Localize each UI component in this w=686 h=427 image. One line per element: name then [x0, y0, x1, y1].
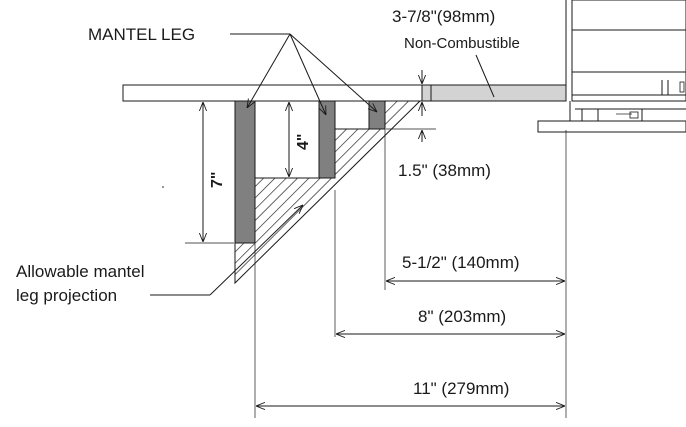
- dim-11in-label: 11" (279mm): [413, 379, 509, 398]
- allowable-projection-label-line1: Allowable mantel: [16, 262, 145, 281]
- allowable-projection-leader: [150, 205, 303, 296]
- fireplace-unit: [565, 0, 686, 102]
- non-combustible-zone: [421, 84, 567, 102]
- extension-lines: [254, 101, 567, 418]
- mantel-leg-label: MANTEL LEG: [88, 25, 195, 44]
- dim-4in-label: 4": [295, 134, 312, 150]
- mantel-leg-7in: [234, 100, 256, 244]
- dim-5-5in-label: 5-1/2" (140mm): [402, 253, 520, 272]
- noncombustible-leader: [475, 54, 495, 98]
- allowable-projection-label-line2: leg projection: [16, 286, 117, 305]
- dim-8in-label: 8" (203mm): [418, 307, 506, 326]
- mantel-leg-leaders: [230, 33, 377, 115]
- noncombustible-dim-label: 3-7/8"(98mm): [392, 7, 495, 26]
- mantel-leg-4in: [318, 100, 336, 179]
- stray-dot: [162, 186, 164, 188]
- dim-4in: [280, 102, 318, 179]
- mantel-shelf: [122, 84, 567, 102]
- noncombustible-label: Non-Combustible: [404, 35, 520, 52]
- mantel-leg-1-5in: [368, 100, 386, 130]
- dim-1-5in: [386, 102, 436, 142]
- dim-1-5in-label: 1.5" (38mm): [398, 161, 491, 180]
- dim-7in-label: 7": [209, 172, 226, 188]
- dim-7in: [185, 100, 234, 244]
- hearth-ledge: [537, 101, 686, 133]
